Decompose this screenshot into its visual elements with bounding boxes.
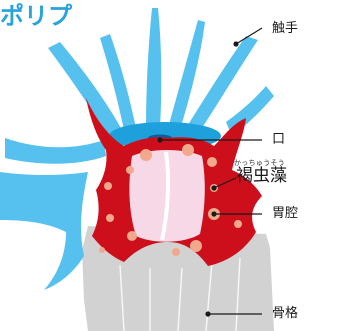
tentacle-hanging-left — [0, 172, 88, 290]
label-skeleton: 骨格 — [272, 307, 298, 320]
label-tentacle: 触手 — [272, 22, 298, 35]
label-mouth: 口 — [272, 133, 285, 146]
tentacle-far-left — [5, 138, 106, 164]
tentacle-center — [146, 8, 161, 128]
label-stomach-cavity: 胃腔 — [272, 207, 298, 220]
label-zooxanthellae: 褐虫藻 — [236, 168, 287, 185]
